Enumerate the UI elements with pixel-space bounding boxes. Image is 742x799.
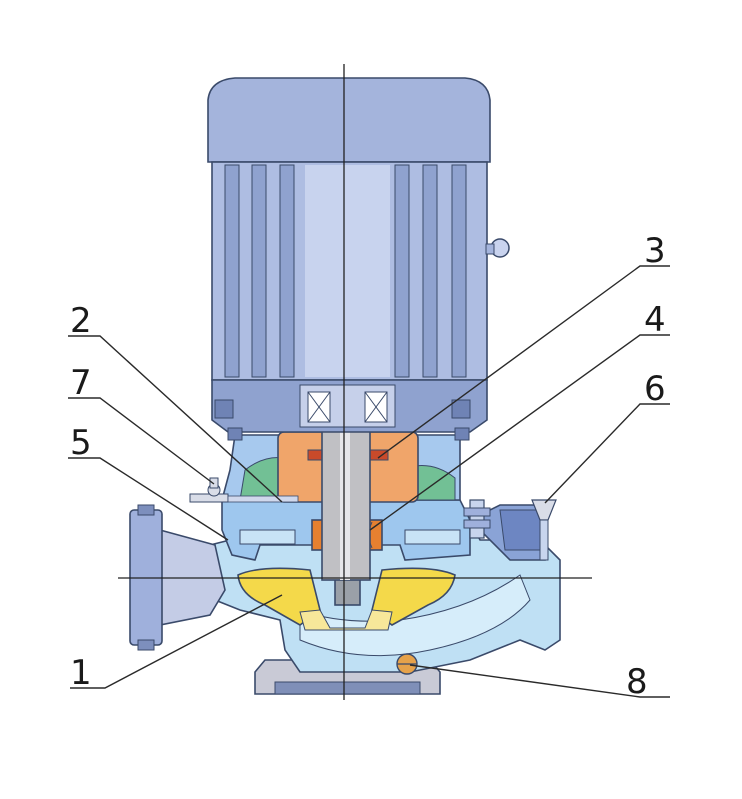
cover-stud-bolt xyxy=(463,499,491,539)
callout-8: 8 xyxy=(626,662,648,702)
air-vent-valve xyxy=(531,499,557,561)
motor xyxy=(207,77,510,441)
drain-plug xyxy=(396,653,418,675)
gauge-cock xyxy=(189,477,299,503)
callout-6: 6 xyxy=(644,369,666,409)
callout-3: 3 xyxy=(644,231,666,271)
callout-7: 7 xyxy=(70,363,92,403)
callout-4: 4 xyxy=(644,300,666,340)
center-lines xyxy=(118,64,592,700)
callout-5: 5 xyxy=(70,423,92,463)
callout-1: 1 xyxy=(70,653,92,693)
leader-lines xyxy=(68,265,670,698)
callout-2: 2 xyxy=(70,301,92,341)
